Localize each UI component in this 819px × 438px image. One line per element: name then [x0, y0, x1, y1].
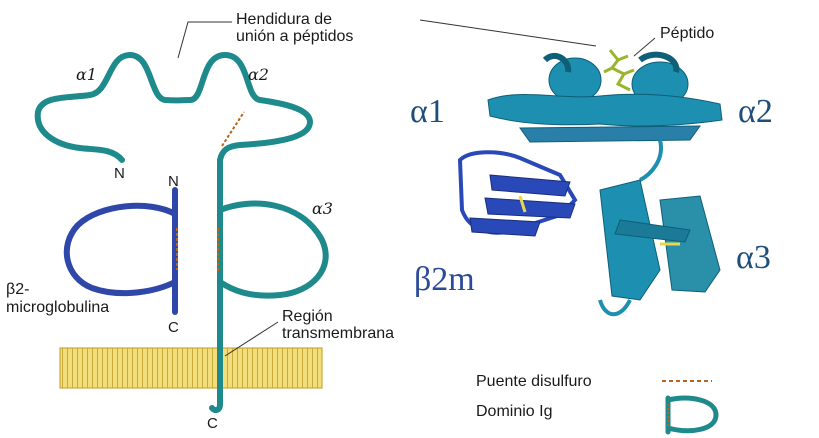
legend: Puente disulfuro Dominio Ig [476, 373, 716, 432]
alpha1-label: α1 [410, 93, 445, 130]
b2m-label: β2m [414, 261, 475, 298]
legend-disulfide-label: Puente disulfuro [476, 373, 592, 390]
b2m-n-terminus: N [168, 173, 179, 190]
cleft-to-structure-line [420, 20, 596, 46]
heavy-c-terminus: C [207, 415, 218, 432]
cleft-label-line1: Hendidura de [236, 11, 332, 28]
b2m-c-terminus: C [168, 319, 179, 336]
b2m-label-line2: microglobulina [6, 299, 109, 316]
alpha3-domain [600, 180, 720, 314]
tm-label-line2: transmembrana [282, 325, 394, 342]
b2m-domain [460, 152, 575, 236]
legend-ig-swatch [668, 398, 716, 432]
legend-ig-label: Dominio Ig [476, 403, 552, 420]
connector-loop [640, 140, 661, 180]
alpha2-small-label: α2 [248, 65, 269, 84]
schematic: Hendidura de unión a péptidos α1 α2 α3 N… [6, 11, 394, 432]
b2m-ig-loop [67, 206, 175, 293]
alpha3-small-label: α3 [312, 199, 333, 218]
alpha1-alpha2-platform [488, 55, 722, 142]
ribbon-structure: α1 α2 α3 β2m Péptido [410, 20, 773, 314]
cleft-label-line2: unión a péptidos [236, 28, 353, 45]
heavy-n-terminus: N [114, 165, 125, 182]
alpha3-ig-loop [220, 204, 326, 296]
alpha1-small-label: α1 [76, 65, 97, 84]
alpha2-label: α2 [738, 93, 773, 130]
peptide-label: Péptido [660, 25, 714, 42]
cell-membrane [60, 348, 322, 388]
disulfide-alpha2 [222, 112, 244, 146]
peptide-sticks [604, 50, 634, 90]
tm-label-line1: Región [282, 308, 333, 325]
alpha3-label: α3 [736, 239, 771, 276]
b2m-label-line1: β2- [6, 281, 29, 298]
